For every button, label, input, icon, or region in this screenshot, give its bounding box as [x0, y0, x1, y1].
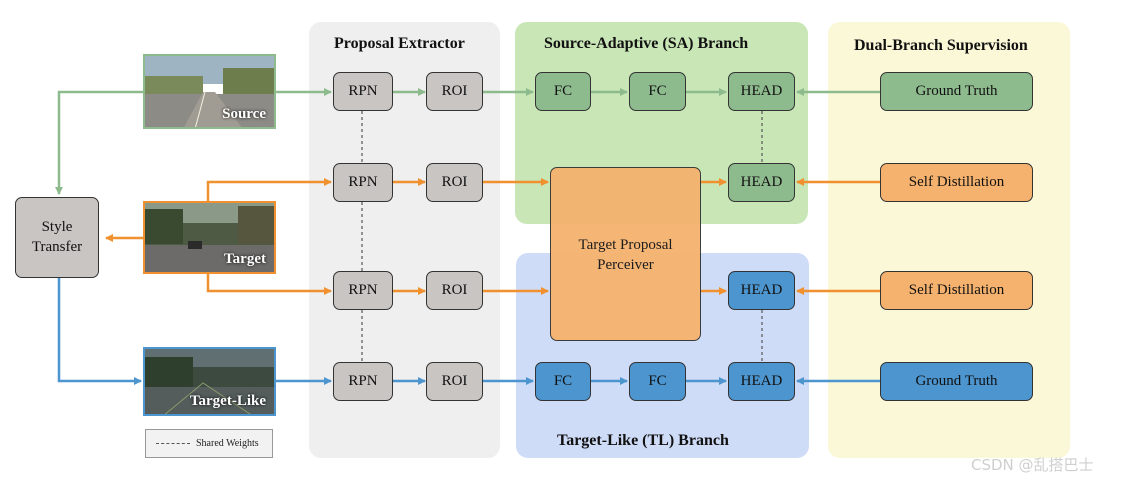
fc1-box-sa: FC [535, 72, 591, 111]
rpn-box-target-like: RPN [333, 362, 393, 401]
fc2-box-sa: FC [629, 72, 686, 111]
tl-branch-title: Target-Like (TL) Branch [557, 432, 729, 449]
city-scene-icon [145, 203, 274, 272]
road-scene-icon [145, 56, 274, 127]
dashed-line-icon [156, 443, 190, 444]
target-image: Target [143, 201, 276, 274]
roi-box-target-like: ROI [426, 362, 483, 401]
stylized-scene-icon [145, 349, 274, 414]
self-distillation-box-tl: Self Distillation [880, 271, 1033, 310]
style-transfer-box: Style Transfer [15, 197, 99, 278]
supervision-title: Dual-Branch Supervision [854, 37, 1028, 54]
target-proposal-perceiver-box: Target Proposal Perceiver [550, 167, 701, 341]
source-image: Source [143, 54, 276, 129]
rpn-box-target-tl: RPN [333, 271, 393, 310]
shared-weights-legend: Shared Weights [145, 429, 273, 458]
head-box-tl-target: HEAD [728, 271, 795, 310]
self-distillation-box-sa: Self Distillation [880, 163, 1033, 202]
roi-box-target-sa: ROI [426, 163, 483, 202]
source-label: Source [222, 106, 266, 122]
ground-truth-box-tl: Ground Truth [880, 362, 1033, 401]
ground-truth-box-sa: Ground Truth [880, 72, 1033, 111]
head-box-sa-target: HEAD [728, 163, 795, 202]
fc1-box-tl: FC [535, 362, 591, 401]
head-box-sa-source: HEAD [728, 72, 795, 111]
head-box-tl-target-like: HEAD [728, 362, 795, 401]
target-like-label: Target-Like [189, 393, 266, 409]
roi-box-target-tl: ROI [426, 271, 483, 310]
proposal-extractor-title: Proposal Extractor [334, 35, 465, 52]
target-label: Target [224, 251, 266, 267]
legend-label: Shared Weights [196, 438, 259, 449]
watermark: CSDN @乱搭巴士 [971, 456, 1094, 474]
rpn-box-source: RPN [333, 72, 393, 111]
roi-box-source: ROI [426, 72, 483, 111]
sa-branch-title: Source-Adaptive (SA) Branch [544, 35, 749, 52]
target-like-image: Target-Like [143, 347, 276, 416]
fc2-box-tl: FC [629, 362, 686, 401]
rpn-box-target-sa: RPN [333, 163, 393, 202]
